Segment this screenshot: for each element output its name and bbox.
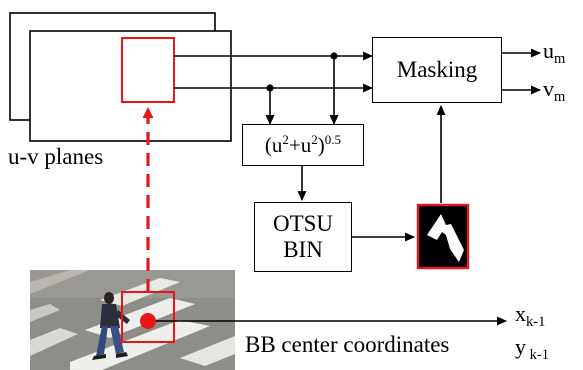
otsu-label: OTSU bbox=[272, 210, 334, 236]
magnitude-box: (u2+u2)0.5 bbox=[242, 124, 364, 166]
masking-label: Masking bbox=[396, 57, 478, 82]
output-x-label: xk-1 bbox=[515, 301, 546, 331]
output-y-label: y k-1 bbox=[515, 334, 549, 364]
pedestrian-photo bbox=[30, 270, 235, 370]
bb-center-dot bbox=[140, 313, 156, 329]
bin-label: BIN bbox=[283, 237, 323, 262]
otsu-bin-box: OTSU BIN bbox=[254, 202, 352, 272]
output-v-label: vm bbox=[543, 76, 566, 106]
uv-roi-highlight bbox=[121, 37, 175, 103]
magnitude-formula: (u2+u2)0.5 bbox=[264, 132, 342, 157]
bounding-box bbox=[121, 291, 175, 343]
masking-box: Masking bbox=[372, 37, 502, 103]
uv-planes-label: u-v planes bbox=[8, 144, 104, 169]
binary-mask-image bbox=[416, 203, 470, 270]
uv-plane-front bbox=[29, 30, 232, 142]
output-u-label: um bbox=[543, 38, 566, 68]
bb-center-caption: BB center coordinates bbox=[245, 332, 450, 357]
